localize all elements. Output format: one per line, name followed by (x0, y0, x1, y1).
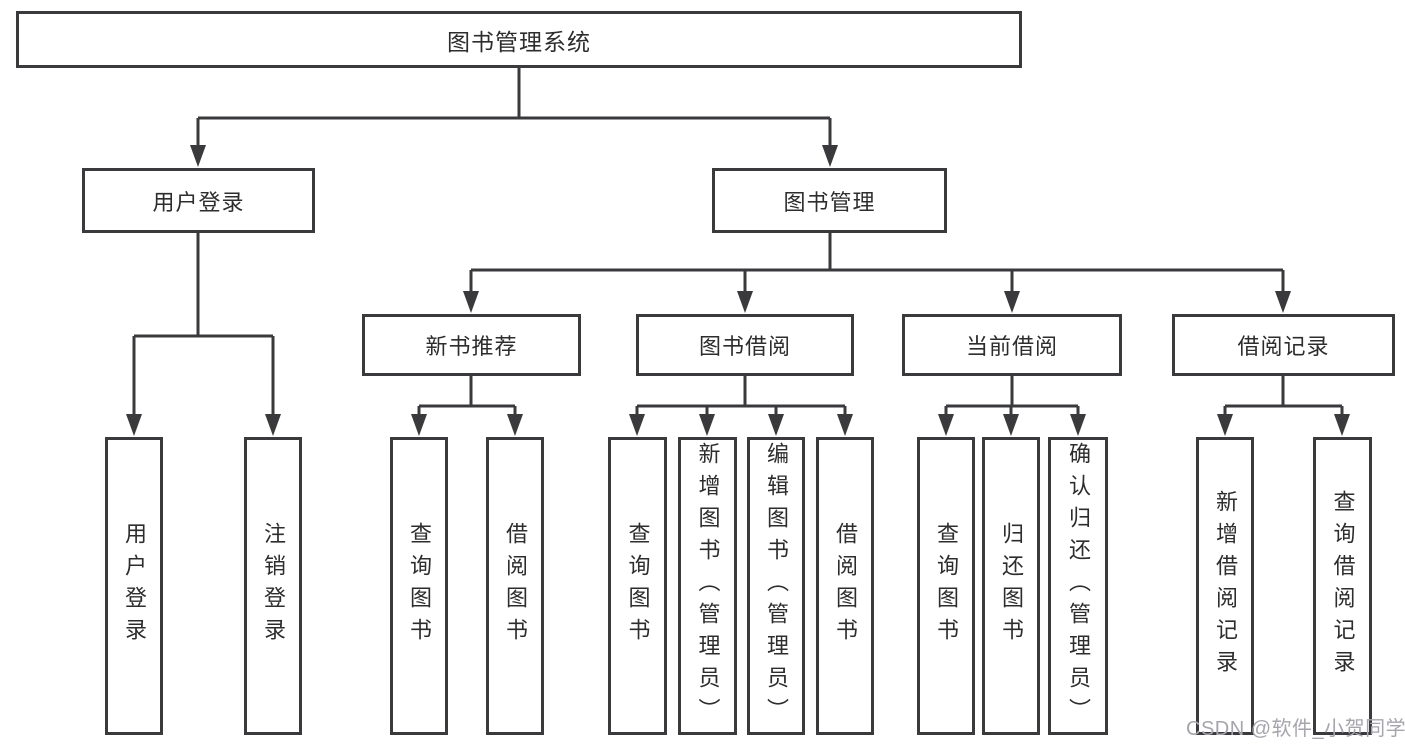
arrowhead-edit-books (768, 414, 784, 436)
arrowhead-user-login-leaf (126, 414, 142, 436)
csdn-watermark: CSDN @软件_小贺同学 (1186, 718, 1405, 740)
edge-root-to-level2 (196, 68, 832, 149)
arrowhead-current-borrow (1004, 291, 1020, 313)
leaf-query-books-borrow: 查询图书 (608, 437, 667, 735)
arrowhead-query-borrow-record (1334, 414, 1350, 436)
node-label: 图书管理 (783, 189, 876, 215)
node-label: 查询图书 (407, 522, 432, 650)
node-label: 新书推荐 (425, 334, 518, 359)
leaf-return-books: 归还图书 (982, 437, 1040, 735)
leaf-logout: 注销登录 (244, 437, 302, 735)
node-label: 查询借阅记录 (1330, 490, 1356, 682)
edge-new-book-recommend-children (417, 376, 517, 418)
leaf-user-login: 用户登录 (105, 437, 163, 735)
arrowhead-query-books-current (938, 414, 954, 436)
node-label: 借阅图书 (503, 522, 528, 650)
leaf-confirm-return-admin: 确认归还（管理员） (1048, 437, 1108, 735)
arrowhead-book-management (822, 145, 838, 167)
node-label: 当前借阅 (965, 334, 1058, 359)
edge-book-management-children (469, 233, 1285, 296)
arrowhead-query-books-borrow (629, 414, 645, 436)
node-borrow-records: 借阅记录 (1172, 314, 1395, 376)
node-label: 注销登录 (261, 522, 286, 650)
node-book-borrow: 图书借阅 (636, 314, 854, 376)
arrowhead-borrow-records (1275, 291, 1291, 313)
arrowhead-new-book-recommend (463, 291, 479, 313)
leaf-query-borrow-record: 查询借阅记录 (1313, 437, 1372, 735)
arrowhead-borrow-books (837, 414, 853, 436)
node-label: 新增图书（管理员） (695, 442, 721, 730)
arrowhead-add-borrow-record (1217, 414, 1233, 436)
node-label: 查询图书 (625, 522, 651, 650)
arrowhead-user-login (190, 145, 206, 167)
arrowhead-return-books (1003, 414, 1019, 436)
node-current-borrow: 当前借阅 (902, 314, 1122, 376)
arrowhead-query-books-recommend (411, 414, 427, 436)
leaf-borrow-books: 借阅图书 (816, 437, 874, 735)
edge-current-borrow-children (944, 376, 1080, 418)
node-label: 归还图书 (999, 522, 1024, 650)
edge-user-login-children (132, 233, 275, 418)
node-book-management: 图书管理 (712, 168, 947, 233)
arrowhead-confirm-return (1070, 414, 1086, 436)
node-label: 图书管理系统 (447, 28, 591, 55)
arrowhead-book-borrow (737, 291, 753, 313)
node-label: 借阅记录 (1237, 334, 1330, 359)
arrowhead-add-books (699, 414, 715, 436)
edge-book-borrow-children (635, 376, 847, 418)
leaf-query-books-current: 查询图书 (917, 437, 975, 735)
leaf-query-books-recommend: 查询图书 (390, 437, 448, 735)
node-label: 新增借阅记录 (1213, 490, 1238, 682)
node-label: 图书借阅 (698, 334, 791, 359)
node-label: 用户登录 (152, 189, 245, 215)
node-user-login: 用户登录 (82, 168, 315, 233)
node-label: 编辑图书（管理员） (764, 442, 789, 730)
node-label: 查询图书 (934, 522, 959, 650)
node-label: 确认归还（管理员） (1066, 442, 1091, 730)
node-library-system: 图书管理系统 (16, 11, 1022, 68)
arrowhead-logout (265, 414, 281, 436)
node-label: 借阅图书 (833, 522, 858, 650)
node-new-book-recommend: 新书推荐 (362, 314, 581, 376)
edge-borrow-records-children (1223, 376, 1344, 418)
leaf-edit-books-admin: 编辑图书（管理员） (747, 437, 805, 735)
leaf-borrow-books-recommend: 借阅图书 (486, 437, 544, 735)
node-label: 用户登录 (122, 522, 147, 650)
leaf-add-books-admin: 新增图书（管理员） (678, 437, 737, 735)
leaf-add-borrow-record: 新增借阅记录 (1196, 437, 1254, 735)
arrowhead-borrow-books-recommend (507, 414, 523, 436)
